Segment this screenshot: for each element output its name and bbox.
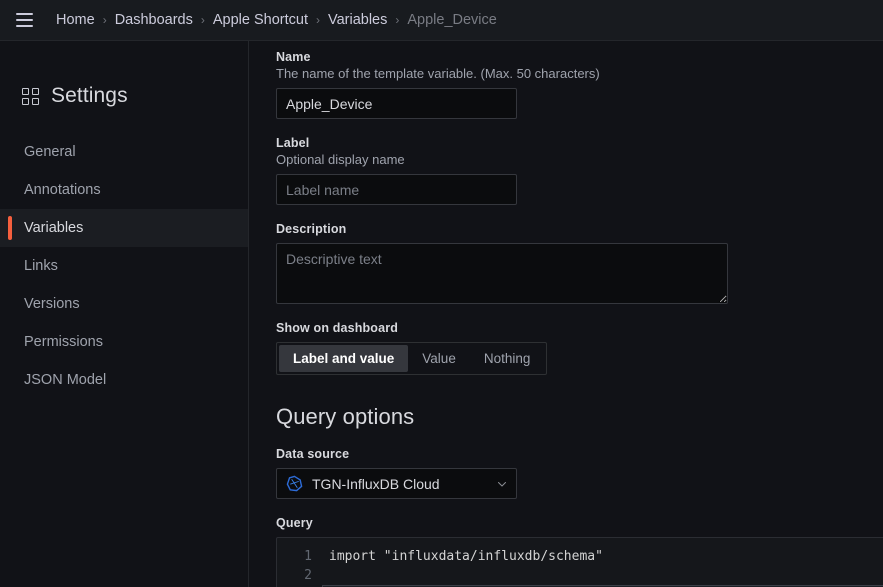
data-source-label: Data source (276, 447, 350, 461)
query-options-heading: Query options (276, 404, 415, 429)
editor-code-area[interactable]: import "influxdata/influxdb/schema" schem… (322, 538, 883, 587)
breadcrumb-item-dashboards[interactable]: Dashboards (114, 12, 193, 28)
label-label: Label (276, 136, 310, 150)
show-on-dashboard-option-label-and-value[interactable]: Label and value (279, 345, 409, 372)
name-description: The name of the template variable. (Max.… (276, 66, 600, 81)
label-input[interactable] (276, 174, 517, 205)
apps-grid-icon (22, 87, 39, 105)
sidebar-item-label: General (24, 144, 76, 160)
sidebar-item-general[interactable]: General (0, 133, 248, 171)
field-description-group: Description (276, 222, 883, 304)
sidebar-item-label: Variables (24, 220, 84, 236)
data-source-select[interactable]: TGN-InfluxDB Cloud (276, 468, 517, 499)
variable-editor-form: Name The name of the template variable. … (249, 41, 883, 587)
sidebar-item-annotations[interactable]: Annotations (0, 171, 248, 209)
sidebar-item-label: Permissions (24, 334, 103, 350)
name-label: Name (276, 50, 311, 64)
field-name: Name The name of the template variable. … (276, 50, 883, 119)
data-source-selected-value: TGN-InfluxDB Cloud (312, 475, 440, 492)
query-code-editor[interactable]: 123 import "influxdata/influxdb/schema" s… (276, 537, 883, 587)
editor-code-line[interactable]: schema.tagValues(bucket: "BUCKET-NAME", … (322, 585, 883, 587)
description-label: Description (276, 222, 347, 236)
query-label: Query (276, 516, 313, 530)
breadcrumb-item-apple-shortcut[interactable]: Apple Shortcut (212, 12, 308, 28)
sidebar-header: Settings (0, 41, 248, 108)
sidebar-item-label: Links (24, 258, 58, 274)
editor-code-line[interactable] (323, 566, 883, 585)
breadcrumb: Home › Dashboards › Apple Shortcut › Variables… (56, 12, 497, 28)
description-textarea[interactable] (276, 243, 728, 304)
top-navigation-bar: Home › Dashboards › Apple Shortcut › Variables… (0, 0, 883, 41)
code-token: import "influxdata/influxdb/schema" (329, 549, 603, 564)
editor-line-number: 1 (304, 549, 312, 564)
label-description: Optional display name (276, 152, 405, 167)
sidebar-item-variables[interactable]: Variables (0, 209, 248, 247)
sidebar-item-label: JSON Model (24, 372, 107, 388)
sidebar-item-json-model[interactable]: JSON Model (0, 361, 248, 399)
name-input[interactable] (276, 88, 517, 119)
breadcrumb-separator: › (316, 13, 320, 27)
sidebar-item-links[interactable]: Links (0, 247, 248, 285)
show-on-dashboard-option-value[interactable]: Value (408, 345, 470, 372)
page-title: Settings (51, 84, 128, 107)
sidebar-item-label: Annotations (24, 182, 101, 198)
sidebar-item-label: Versions (24, 296, 80, 312)
chevron-down-icon (498, 481, 506, 486)
sidebar-item-versions[interactable]: Versions (0, 285, 248, 323)
field-label-group: Label Optional display name (276, 136, 883, 205)
breadcrumb-item-home[interactable]: Home (56, 12, 95, 28)
field-data-source: Data source TGN-InfluxDB Cloud (276, 447, 883, 499)
editor-line-numbers: 123 (277, 538, 323, 587)
field-query: Query 123 import "influxdata/influxdb/sc… (276, 516, 883, 587)
breadcrumb-separator: › (102, 13, 107, 27)
hamburger-menu-icon[interactable] (11, 7, 37, 33)
show-on-dashboard-option-nothing[interactable]: Nothing (470, 345, 545, 372)
breadcrumb-item-variables[interactable]: Variables (328, 12, 388, 28)
show-on-dashboard-label: Show on dashboard (276, 321, 398, 335)
editor-code-line[interactable]: import "influxdata/influxdb/schema" (323, 547, 883, 566)
breadcrumb-item-apple-device: Apple_Device (407, 12, 497, 28)
breadcrumb-separator: › (395, 13, 400, 27)
sidebar-item-permissions[interactable]: Permissions (0, 323, 248, 361)
influxdb-logo-icon (286, 475, 303, 492)
breadcrumb-separator: › (200, 13, 205, 27)
editor-line-number: 2 (304, 568, 312, 583)
